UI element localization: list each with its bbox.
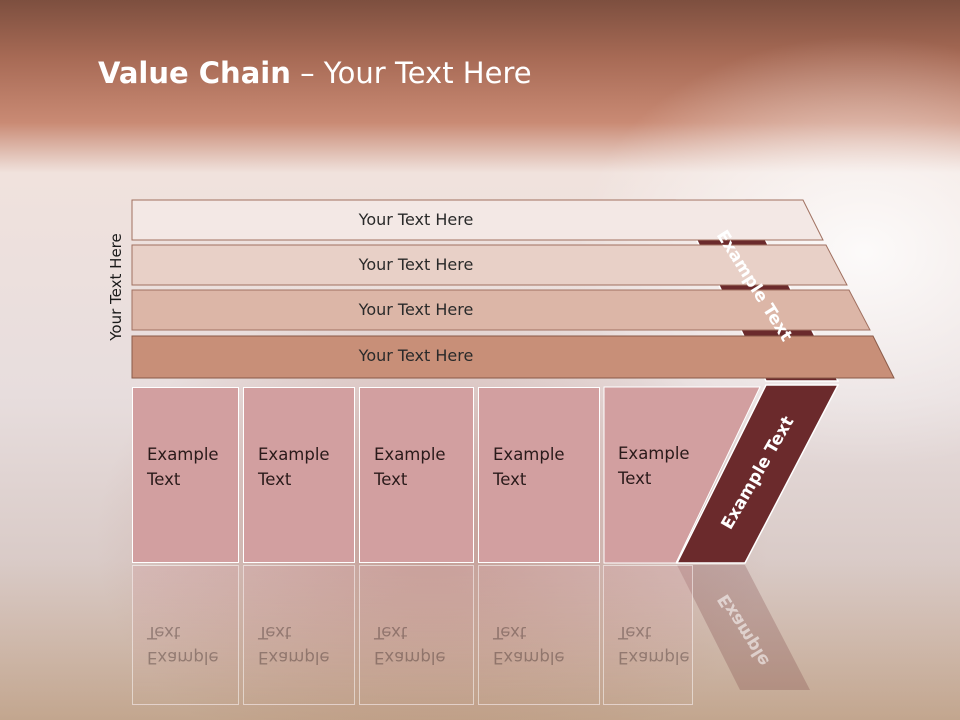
reflection-box-1: Example Text bbox=[132, 565, 239, 705]
box-1-label: Example Text bbox=[147, 445, 219, 489]
row-4-label: Your Text Here bbox=[358, 346, 474, 365]
row-1-shape bbox=[131, 199, 824, 241]
reflection-label-1: Example Text bbox=[147, 623, 219, 667]
box-5-label: Example Text bbox=[618, 444, 690, 488]
chevron-bottom bbox=[675, 384, 840, 564]
example-box-2: Example Text bbox=[243, 387, 355, 563]
title-bold: Value Chain bbox=[98, 56, 291, 90]
example-box-3: Example Text bbox=[359, 387, 474, 563]
row-2-label: Your Text Here bbox=[358, 255, 474, 274]
reflection-label-5: Example Text bbox=[618, 623, 690, 667]
row-4-shape bbox=[131, 335, 895, 379]
row-2-shape bbox=[131, 244, 848, 286]
reflection-box-5: Example Text bbox=[603, 565, 693, 705]
reflection-box-3: Example Text bbox=[359, 565, 474, 705]
title-rest: – Your Text Here bbox=[290, 56, 532, 90]
row-1-label: Your Text Here bbox=[358, 210, 474, 229]
reflection-label-3: Example Text bbox=[374, 623, 446, 667]
box-3-label: Example Text bbox=[374, 445, 446, 489]
chevron-reflection bbox=[677, 565, 810, 690]
row-3-shape bbox=[131, 289, 871, 331]
example-box-5 bbox=[603, 386, 761, 564]
slide-title: Value Chain – Your Text Here bbox=[98, 56, 532, 90]
reflection-label-2: Example Text bbox=[258, 623, 330, 667]
reflection-label-4: Example Text bbox=[493, 623, 565, 667]
box-4-label: Example Text bbox=[493, 445, 565, 489]
box-2-label: Example Text bbox=[258, 445, 330, 489]
example-box-4: Example Text bbox=[478, 387, 600, 563]
reflection-box-4: Example Text bbox=[478, 565, 600, 705]
box-5-shape bbox=[603, 386, 761, 564]
example-box-1: Example Text bbox=[132, 387, 239, 563]
reflection-box-2: Example Text bbox=[243, 565, 355, 705]
row-3-label: Your Text Here bbox=[358, 300, 474, 319]
